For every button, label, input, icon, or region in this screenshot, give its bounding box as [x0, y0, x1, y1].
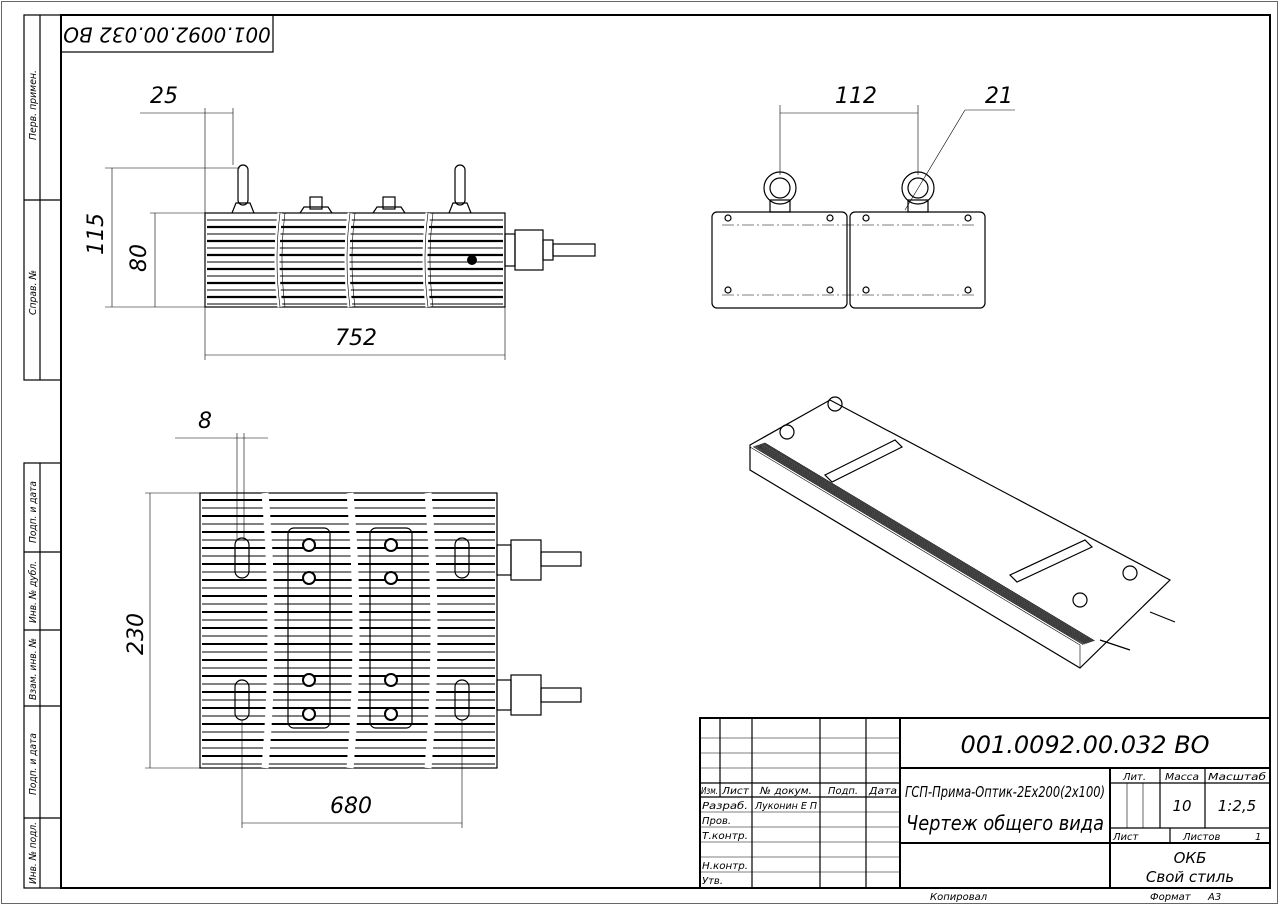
- heatsink-fin: [752, 446, 1084, 645]
- hdr-list: Лист: [721, 786, 750, 797]
- stamp-sprav-no: Справ. №: [28, 270, 39, 315]
- heatsink-fin: [758, 444, 1090, 644]
- dim-112: 112: [835, 84, 877, 109]
- dim-21: 21: [985, 84, 1013, 109]
- org-line-2: Свой стиль: [1146, 868, 1234, 886]
- role-checker: Пров.: [702, 816, 731, 827]
- heatsink-fin: [764, 442, 1095, 642]
- stamp-podp-data-1: Подп. и дата: [28, 481, 39, 543]
- heatsink-fin: [760, 443, 1092, 643]
- product-name: ГСП-Прима-Оптик-2Ex200(2x100): [905, 783, 1105, 801]
- sheet-label: Лист: [1112, 832, 1140, 843]
- heatsink-fin: [756, 445, 1087, 644]
- scale-value: 1:2,5: [1218, 797, 1256, 815]
- dim-680: 680: [330, 794, 372, 819]
- dim-115: 115: [84, 213, 109, 255]
- org-line-1: ОКБ: [1174, 849, 1207, 867]
- side-stamp-bottom: Подп. и дата Инв. № дубл. Взам. инв. № П…: [23, 462, 62, 889]
- mass-value: 10: [1172, 797, 1191, 815]
- scale-label: Масштаб: [1208, 771, 1266, 783]
- stamp-perv-primen: Перв. примен.: [28, 70, 39, 140]
- side-view: 25 115 80 752: [84, 84, 596, 360]
- hdr-signature: Подп.: [828, 786, 858, 797]
- top-view: 8 230 680: [124, 409, 582, 828]
- heatsink-fin: [762, 443, 1093, 642]
- title-block: Изм. Лист № докум. Подп. Дата Разраб. Лу…: [699, 717, 1271, 889]
- bolt-icon: [302, 538, 316, 552]
- format-label: Формат: [1150, 892, 1192, 903]
- heatsink-fin: [757, 444, 1088, 644]
- bolt-icon: [302, 571, 316, 585]
- role-norm-control: Н.контр.: [702, 861, 748, 872]
- side-stamp-top: Перв. примен. Справ. №: [23, 14, 62, 381]
- mass-label: Масса: [1165, 772, 1199, 783]
- format-value: А3: [1207, 892, 1221, 903]
- bolt-icon: [384, 538, 398, 552]
- role-tech-control: Т.контр.: [702, 831, 748, 842]
- heatsink-fin: [759, 444, 1091, 643]
- dim-8: 8: [198, 409, 212, 434]
- copied-label: Копировал: [930, 892, 988, 903]
- rotated-code: 001.0092.00.032 ВО: [63, 23, 271, 47]
- stamp-podp-data-2: Подп. и дата: [28, 733, 39, 795]
- stamp-inv-dubl: Инв. № дубл.: [27, 561, 39, 623]
- dim-230: 230: [124, 613, 149, 655]
- role-developer: Разраб.: [702, 800, 748, 812]
- rotated-code-box: 001.0092.00.032 ВО: [60, 14, 274, 53]
- dim-80: 80: [127, 244, 152, 272]
- sheets-value: 1: [1255, 832, 1261, 843]
- bolt-icon: [384, 707, 398, 721]
- document-type: Чертеж общего вида: [906, 811, 1104, 835]
- document-code: 001.0092.00.032 ВО: [960, 731, 1209, 759]
- heatsink-fin: [754, 445, 1085, 645]
- heatsink-fin: [763, 442, 1094, 642]
- stamp-vzam-inv: Взам. инв. №: [28, 638, 39, 700]
- dim-25: 25: [150, 84, 178, 109]
- lit-label: Лит.: [1122, 772, 1146, 783]
- bolt-icon: [384, 673, 398, 687]
- bolt-icon: [302, 673, 316, 687]
- front-view: 112 21: [711, 84, 1015, 309]
- isometric-view: [749, 396, 1176, 669]
- sheets-label: Листов: [1182, 832, 1220, 843]
- bolt-icon: [384, 571, 398, 585]
- heatsink-fin: [755, 445, 1086, 645]
- dim-752: 752: [335, 326, 377, 351]
- hdr-date: Дата: [868, 786, 897, 797]
- bolt-icon: [302, 707, 316, 721]
- drawing-frame: [60, 14, 1271, 889]
- hdr-doc-no: № докум.: [759, 786, 812, 797]
- stamp-inv-podl: Инв. № подл.: [28, 822, 39, 884]
- role-approver: Утв.: [702, 876, 723, 887]
- hdr-izm: Изм.: [701, 786, 718, 797]
- developer-name: Луконин Е П: [754, 801, 817, 812]
